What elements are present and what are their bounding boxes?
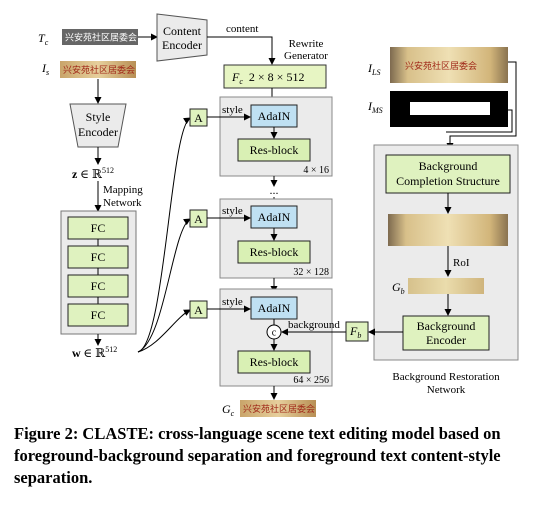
completed-background-image bbox=[388, 214, 508, 246]
concat-symbol: c bbox=[272, 328, 277, 339]
mapping-network-line1: Mapping bbox=[103, 184, 143, 196]
background-label: background bbox=[288, 319, 340, 331]
adain-1-label: AdaIN bbox=[258, 109, 291, 123]
ims-label: IMS bbox=[367, 99, 383, 115]
resblock-3 bbox=[237, 350, 311, 374]
style-encoder bbox=[69, 103, 127, 148]
style-label-1: style bbox=[222, 104, 243, 116]
w-to-a2-curve bbox=[137, 218, 191, 353]
stage-ellipsis: ... bbox=[270, 183, 279, 197]
tc-label: Tc bbox=[38, 31, 49, 47]
adain-2-label: AdaIN bbox=[258, 210, 291, 224]
completion-line1: Background bbox=[419, 159, 478, 173]
resblock-1-label: Res-block bbox=[250, 143, 299, 157]
ils-to-completion-arrow bbox=[446, 61, 517, 150]
gc-label: Gc bbox=[222, 402, 235, 418]
fc-block-3-label: FC bbox=[91, 279, 106, 293]
tc-text: 兴安苑社区居委会 bbox=[65, 32, 137, 44]
rewrite-generator-title1: Rewrite bbox=[289, 38, 324, 50]
content-encoder-line2: Encoder bbox=[162, 38, 202, 52]
content-encoder bbox=[156, 13, 208, 62]
bg-encoder-line2: Encoder bbox=[426, 333, 466, 347]
ils-label: ILS bbox=[367, 61, 380, 77]
resblock-1 bbox=[237, 138, 311, 162]
resblock-3-label: Res-block bbox=[250, 355, 299, 369]
rewrite-generator-title2: Generator bbox=[284, 50, 328, 62]
fc-block-4 bbox=[67, 303, 129, 327]
style-label-2: style bbox=[222, 205, 243, 217]
ils-image bbox=[390, 47, 508, 83]
style-encoder-line1: Style bbox=[86, 110, 111, 124]
gb-background-image bbox=[408, 278, 484, 294]
architecture-diagram: Tc 兴安苑社区居委会 Content Encoder content Is 兴… bbox=[38, 13, 519, 418]
z-vector-label: z ∈ ℝ512 bbox=[72, 166, 114, 181]
is-text: 兴安苑社区居委会 bbox=[63, 64, 135, 76]
style-label-3: style bbox=[222, 296, 243, 308]
ils-text: 兴安苑社区居委会 bbox=[405, 60, 477, 72]
w-vector-label: w ∈ ℝ512 bbox=[72, 345, 117, 360]
w-to-a3-curve bbox=[137, 309, 191, 353]
background-encoder-box bbox=[402, 315, 490, 351]
fc-block-1-label: FC bbox=[91, 221, 106, 235]
content-encoder-line1: Content bbox=[163, 24, 202, 38]
stage-2-size: 32 × 128 bbox=[293, 267, 329, 278]
fc-block-4-label: FC bbox=[91, 308, 106, 322]
tc-text-image bbox=[62, 29, 138, 45]
adain-3-label: AdaIN bbox=[258, 301, 291, 315]
content-arrow bbox=[207, 36, 276, 65]
affine-a-2-label: A bbox=[194, 212, 203, 226]
content-label: content bbox=[226, 23, 258, 35]
fc-blocks: FC FC FC FC bbox=[67, 216, 129, 327]
ims-to-completion-line bbox=[446, 109, 513, 133]
fb-label: Fb bbox=[349, 324, 361, 340]
background-network-title1: Background Restoration bbox=[392, 371, 500, 383]
ims-mask-region bbox=[410, 102, 490, 115]
w-to-a1-curve bbox=[137, 117, 191, 353]
completion-line2: Completion Structure bbox=[396, 174, 500, 188]
stage-3-size: 64 × 256 bbox=[293, 375, 329, 386]
figure-caption: Figure 2: CLASTE: cross-language scene t… bbox=[14, 424, 501, 487]
background-completion-box bbox=[385, 154, 511, 194]
affine-a-1-label: A bbox=[194, 111, 203, 125]
is-label: Is bbox=[41, 61, 49, 77]
background-network-title2: Network bbox=[427, 384, 466, 396]
bg-encoder-line1: Background bbox=[417, 319, 476, 333]
stage-1-size: 4 × 16 bbox=[303, 165, 329, 176]
gc-output-image bbox=[240, 400, 316, 417]
fc-block-2-label: FC bbox=[91, 250, 106, 264]
gc-text: 兴安苑社区居委会 bbox=[243, 403, 315, 415]
resblock-2-label: Res-block bbox=[250, 245, 299, 259]
affine-a-3-label: A bbox=[194, 303, 203, 317]
style-encoder-line2: Encoder bbox=[78, 125, 118, 139]
is-style-image bbox=[60, 61, 136, 78]
gb-label: Gb bbox=[392, 280, 405, 296]
fc-content-box bbox=[223, 64, 327, 89]
roi-label: RoI bbox=[453, 257, 470, 269]
mapping-network-line2: Network bbox=[103, 197, 142, 209]
resblock-2 bbox=[237, 240, 311, 264]
